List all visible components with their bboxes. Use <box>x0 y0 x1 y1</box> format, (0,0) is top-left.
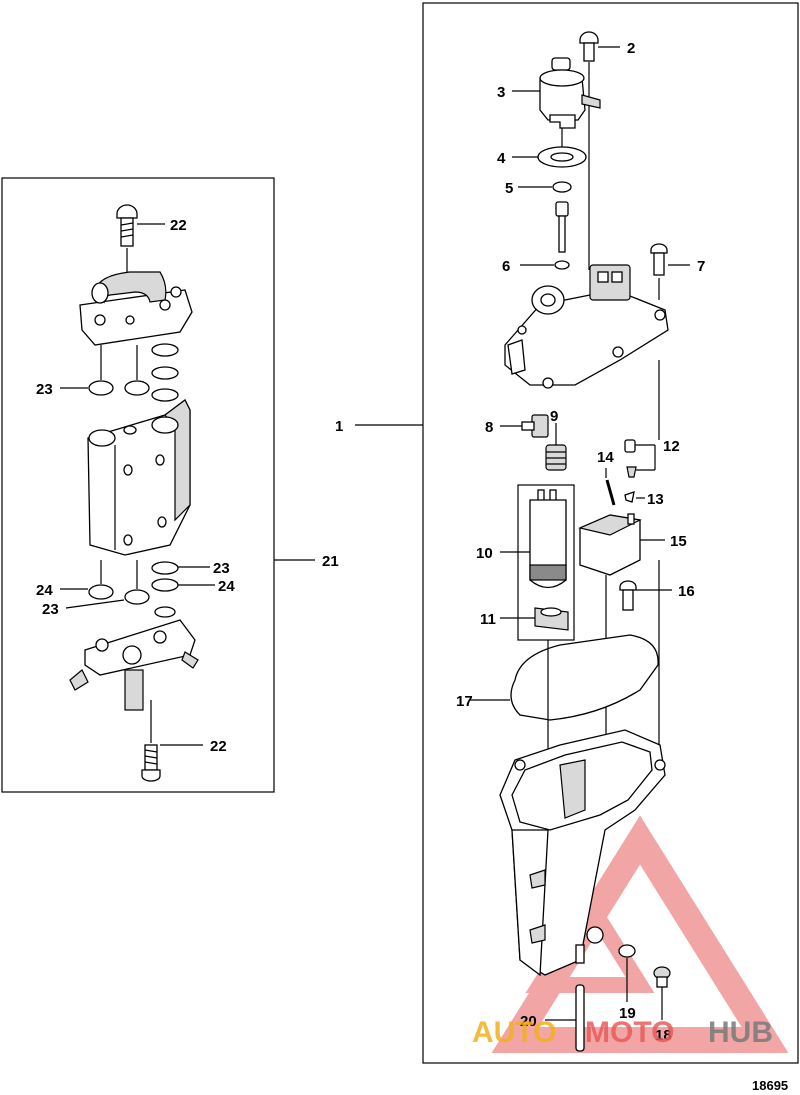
screw-22-top <box>116 204 138 247</box>
callout-3: 3 <box>497 84 505 101</box>
screw-22-bottom <box>141 744 161 782</box>
figure-number: 18695 <box>752 1078 788 1093</box>
watermark-moto: MOTO <box>585 1016 674 1049</box>
watermark-hub: HUB <box>708 1016 773 1049</box>
watermark-auto: AUTO <box>472 1016 556 1049</box>
callout-23-lower-right: 23 <box>213 560 230 577</box>
washer-23-upper-left <box>88 380 114 396</box>
callout-2: 2 <box>627 40 635 57</box>
callout-10: 10 <box>476 545 493 562</box>
callout-4: 4 <box>497 150 506 167</box>
clip-13 <box>624 491 635 503</box>
o-ring-5 <box>552 181 572 193</box>
leader-23-lower-left <box>65 599 125 609</box>
washer-19 <box>618 944 636 958</box>
screw-16 <box>619 580 637 611</box>
float-15 <box>578 513 642 576</box>
callout-5: 5 <box>505 180 513 197</box>
callout-12: 12 <box>663 438 680 455</box>
o-ring-stack-upper <box>151 343 179 402</box>
screw-7 <box>650 243 668 276</box>
callout-17: 17 <box>456 693 473 710</box>
callout-16: 16 <box>678 583 695 600</box>
connector-8 <box>521 414 549 438</box>
callout-11: 11 <box>480 611 496 628</box>
filter-screen-9 <box>545 444 567 471</box>
callout-6: 6 <box>502 258 510 275</box>
callout-22-bottom: 22 <box>210 738 227 755</box>
callout-19: 19 <box>619 1005 636 1022</box>
fuel-reservoir-housing <box>499 729 666 977</box>
callout-22-top: 22 <box>170 217 187 234</box>
pressure-regulator-3 <box>539 57 601 129</box>
callout-24-lower-right: 24 <box>218 578 235 595</box>
o-ring-23-lower-right <box>151 561 179 575</box>
callout-23-lower-left: 23 <box>42 601 59 618</box>
callout-23-upper: 23 <box>36 381 53 398</box>
valve-12 <box>624 439 637 478</box>
callout-7: 7 <box>697 258 705 275</box>
gasket-4 <box>537 146 587 168</box>
o-ring-23-lower-mid <box>124 589 150 605</box>
fuel-pump-10 <box>529 489 567 589</box>
callout-20: 20 <box>520 1013 537 1030</box>
washer-23-upper-mid <box>124 380 150 396</box>
pump-isolator-11 <box>534 607 569 631</box>
callout-9: 9 <box>550 408 558 425</box>
callout-21: 21 <box>322 553 339 570</box>
fuel-cooler-cover <box>504 264 669 389</box>
lower-elbow-plate <box>69 606 199 711</box>
tube-20 <box>575 984 585 1052</box>
callout-24-lower-left: 24 <box>36 582 53 599</box>
pin-14 <box>605 479 616 506</box>
callout-18: 18 <box>655 1027 672 1044</box>
callout-1: 1 <box>335 418 343 435</box>
o-ring-24-lower-left <box>88 584 114 600</box>
right-assembly-frame <box>422 2 799 1064</box>
callout-8: 8 <box>485 419 493 436</box>
callout-13: 13 <box>647 491 664 508</box>
o-ring-24-lower-right <box>151 578 179 592</box>
left-assembly-frame <box>1 177 275 793</box>
watermark-text: AUTO MOTO HUB <box>472 1016 773 1049</box>
upper-elbow-plate <box>79 271 193 346</box>
fuel-pump-group-frame <box>517 484 575 641</box>
callout-14: 14 <box>597 449 614 466</box>
regulator-stem <box>555 201 569 253</box>
callout-15: 15 <box>670 533 687 550</box>
filter-housing-block <box>87 399 191 556</box>
o-ring-6 <box>554 260 570 270</box>
screw-2 <box>579 31 599 62</box>
drain-plug-18 <box>653 966 671 988</box>
gasket-17 <box>510 634 659 721</box>
